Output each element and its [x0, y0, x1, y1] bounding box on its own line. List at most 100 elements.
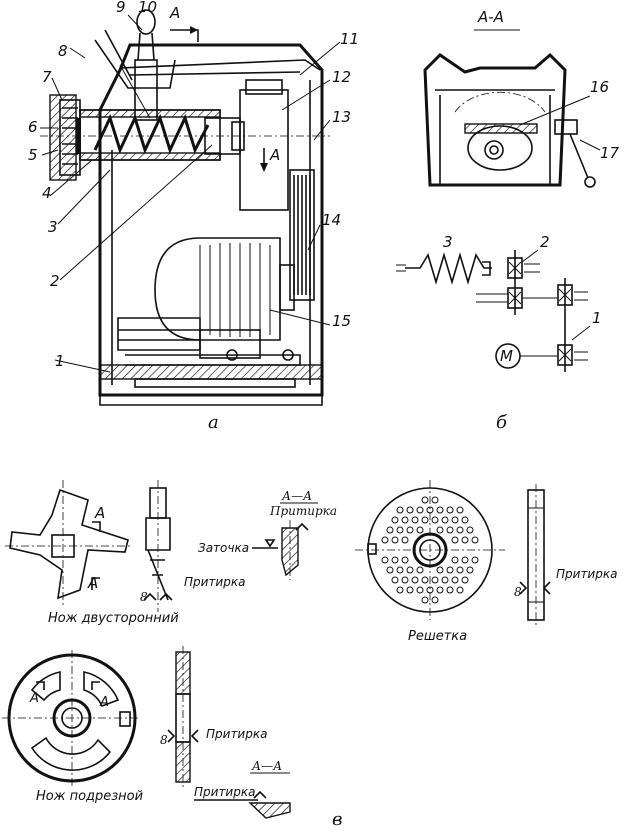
cut-knife-title: Нож подрезной	[36, 789, 143, 804]
cut-knife-roughness: 8	[160, 733, 168, 747]
grid-hole	[456, 586, 464, 594]
grid-hole	[446, 566, 454, 574]
grid-hole	[426, 586, 434, 594]
belt-drive	[289, 169, 315, 301]
grid-hole	[451, 516, 459, 524]
grid-hole	[431, 516, 439, 524]
grid-hole	[396, 586, 404, 594]
grid-hole	[396, 526, 404, 534]
callout-2: 2	[50, 272, 60, 290]
callout-6: 6	[28, 118, 38, 136]
grid-hole	[416, 566, 424, 574]
callout-14: 14	[322, 211, 341, 229]
kin-label-1: 1	[592, 309, 602, 327]
grid-hole	[421, 596, 429, 604]
cut-knife-lapping-label: Притирка	[206, 727, 267, 741]
callout-3: 3	[48, 218, 58, 236]
callout-17: 17	[600, 144, 620, 162]
grid-hole	[461, 576, 469, 584]
motor-symbol: М	[500, 347, 513, 365]
grid-hole	[396, 566, 404, 574]
screw-symbol	[405, 252, 492, 285]
grid-hole	[466, 526, 474, 534]
grid-hole	[416, 526, 424, 534]
grid-hole	[441, 576, 449, 584]
grid-hole	[441, 516, 449, 524]
grid-hole	[406, 526, 414, 534]
knife-double-title: Нож двусторонний	[48, 611, 179, 626]
callout-9: 9	[116, 0, 126, 16]
grid-hole	[446, 526, 454, 534]
grid-hole	[426, 506, 434, 514]
grid-hole	[471, 556, 479, 564]
callout-11: 11	[340, 30, 359, 48]
grid-hole	[381, 536, 389, 544]
perforated-grid-plate: Решетка 8 Притирка	[355, 480, 617, 644]
callout-5: 5	[28, 146, 38, 164]
grid-hole	[446, 586, 454, 594]
grid-hole	[391, 556, 399, 564]
knife-section-mark-bottom: А	[87, 574, 98, 592]
grid-hole	[431, 596, 439, 604]
grid-hole	[416, 506, 424, 514]
section-title: А-А	[477, 8, 504, 26]
meat-grinder-section-view: А А	[40, 4, 341, 406]
grid-hole	[431, 496, 439, 504]
kin-label-3: 3	[443, 233, 453, 251]
grid-hole	[406, 586, 414, 594]
knife-lapping-label: Притирка	[184, 575, 245, 589]
cut-knife-section-left: А	[29, 691, 39, 706]
callout-1: 1	[55, 352, 65, 370]
view-a-callouts: 1 2 3 4 5 6 7 8 9 10 11 12 13 14 15 а	[28, 0, 359, 433]
auger-screw	[93, 113, 210, 155]
grid-hole	[406, 506, 414, 514]
callout-12: 12	[332, 68, 351, 86]
grid-hole	[391, 536, 399, 544]
grid-hole	[411, 516, 419, 524]
pusher-knob	[136, 9, 156, 35]
callout-15: 15	[332, 312, 351, 330]
callout-10: 10	[138, 0, 157, 16]
grid-roughness: 8	[514, 585, 522, 599]
grid-hole	[461, 516, 469, 524]
cut-knife-section-right: А	[99, 695, 109, 710]
knife-sharpening-label: Заточка	[198, 541, 249, 555]
grid-hole	[406, 566, 414, 574]
knife-section-subtitle: Притирка	[269, 504, 337, 518]
grid-hole	[401, 536, 409, 544]
callout-7: 7	[42, 68, 52, 86]
grid-hole	[456, 526, 464, 534]
grid-title: Решетка	[408, 629, 467, 644]
callout-13: 13	[332, 108, 351, 126]
grid-hole	[436, 566, 444, 574]
section-marker-top: А	[169, 4, 180, 22]
grid-hole	[451, 556, 459, 564]
grid-hole	[401, 576, 409, 584]
grid-hole	[461, 536, 469, 544]
grid-hole	[401, 516, 409, 524]
grid-hole	[396, 506, 404, 514]
grid-hole	[421, 516, 429, 524]
callout-8: 8	[58, 42, 68, 60]
callout-4: 4	[42, 184, 52, 202]
cut-knife-section-title: А—А	[251, 759, 282, 773]
grid-hole	[381, 556, 389, 564]
grid-hole	[436, 506, 444, 514]
grid-hole	[456, 566, 464, 574]
section-arrow-label: А	[269, 146, 280, 164]
grid-hole	[456, 506, 464, 514]
grid-hole	[391, 576, 399, 584]
grid-hole	[411, 576, 419, 584]
grid-hole	[386, 566, 394, 574]
grid-lapping-label: Притирка	[556, 567, 617, 581]
double-sided-knife: А А Притирка 8 Нож двусторонний А—А Прит…	[5, 480, 337, 626]
housing-outline	[98, 43, 324, 397]
knife-section-mark-top: А	[94, 504, 105, 522]
grid-hole	[421, 496, 429, 504]
grid-hole	[451, 576, 459, 584]
kin-label-2: 2	[540, 233, 550, 251]
caption-b: б	[496, 412, 508, 433]
electric-motor	[154, 237, 281, 341]
kinematic-diagram: М 3 2 1 б	[396, 233, 602, 433]
grid-hole	[436, 586, 444, 594]
